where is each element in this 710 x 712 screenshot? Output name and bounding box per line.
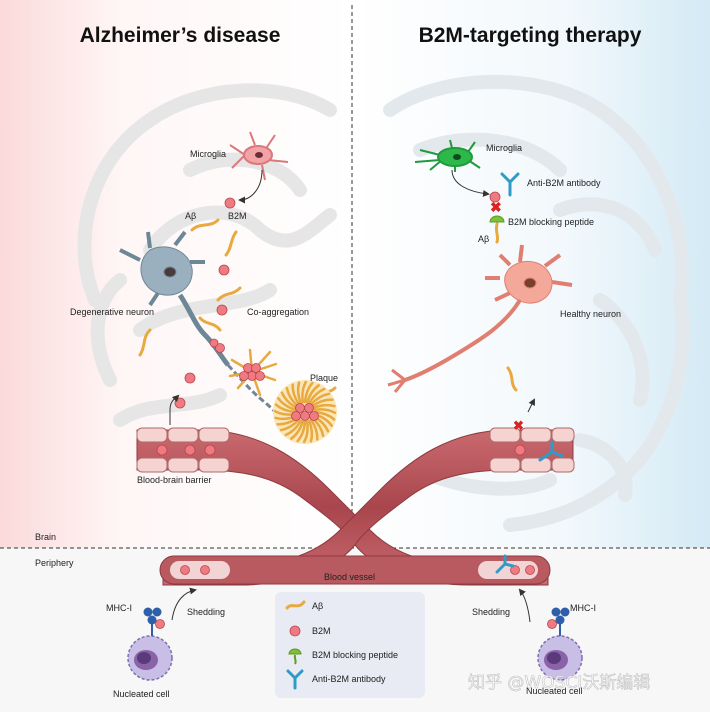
plaque-label: Plaque (310, 373, 338, 383)
plaque-fibril (296, 420, 307, 443)
abeta-fibrils-left (138, 218, 337, 397)
b2m-blocking-peptide-icon (489, 215, 505, 244)
mhc-left-icon (143, 607, 165, 636)
legend: Aβ B2M B2M blocking peptide Anti-B2M ant… (275, 592, 425, 698)
left-title: Alzheimer’s disease (80, 24, 281, 47)
degenerative-neuron-icon (119, 230, 285, 422)
plaque-icon (273, 380, 337, 444)
right-brain-outline (383, 74, 690, 532)
co-aggregation-label: Co-aggregation (247, 307, 309, 317)
right-bbb-arrow (527, 398, 535, 413)
nucleated-left-label: Nucleated cell (113, 689, 170, 699)
vessel-antibody-icon (495, 554, 515, 574)
mhc-left-label: MHC-I (106, 603, 132, 613)
shedding-right-arrow (518, 588, 531, 623)
degenerative-neuron-label: Degenerative neuron (70, 307, 154, 317)
microglia-right-arrow (451, 169, 490, 197)
plaque-fibril (302, 420, 309, 444)
b2m-icon (224, 197, 236, 209)
legend-abeta-icon (285, 600, 306, 610)
shedding-left-label: Shedding (187, 607, 225, 617)
plaque-fibril (308, 419, 314, 443)
legend-b2m-icon (289, 625, 301, 637)
plaque-fibril (308, 387, 326, 405)
plaque-fibril (309, 418, 319, 441)
bbb-crossing-arrow (169, 394, 180, 425)
healthy-neuron-icon (387, 244, 573, 393)
brain-label: Brain (35, 532, 56, 542)
plaque-fibril (284, 419, 302, 437)
plaque-fibril (277, 397, 297, 412)
blood-vessel-label: Blood vessel (324, 572, 375, 582)
plaque-fibril (311, 398, 334, 408)
plaque-fibril (280, 391, 298, 409)
plaque-fibril (296, 381, 302, 405)
anti-b2m-antibody-label: Anti-B2M antibody (527, 178, 601, 188)
microglia-right-label: Microglia (486, 143, 522, 153)
nucleated-cell-left-icon (127, 635, 173, 681)
nucleated-cell-right-icon (537, 635, 583, 681)
co-aggregate-icon (209, 338, 278, 397)
legend-b2m-label: B2M (312, 626, 331, 636)
b2m-blocking-peptide-label: B2M blocking peptide (508, 217, 594, 227)
microglia-right-icon (414, 139, 481, 172)
legend-abeta-label: Aβ (312, 601, 323, 611)
abeta-right-label: Aβ (478, 234, 489, 244)
plaque-fibril (279, 418, 301, 432)
watermark-text: 知乎 @WOSCI沃斯编辑 (468, 673, 650, 693)
shedding-right-label: Shedding (472, 607, 510, 617)
plaque-fibril (312, 403, 336, 409)
mhc-right-label: MHC-I (570, 603, 596, 613)
anti-b2m-antibody-icon (500, 172, 520, 197)
legend-antibody-label: Anti-B2M antibody (312, 674, 386, 684)
plaque-fibril (274, 403, 297, 414)
nucleated-right-label: Nucleated cell (526, 686, 583, 696)
b2m-dots-vessel (156, 444, 535, 575)
right-title: B2M-targeting therapy (419, 24, 642, 47)
legend-peptide-label: B2M blocking peptide (312, 650, 398, 660)
shedding-left-arrow (171, 587, 197, 621)
healthy-neuron-label: Healthy neuron (560, 309, 621, 319)
bbb-label: Blood-brain barrier (137, 475, 212, 485)
b2m-left-label: B2M (228, 211, 247, 221)
plaque-fibril (303, 381, 314, 404)
legend-peptide-icon (288, 648, 302, 665)
right-bbb-cells (489, 427, 575, 473)
plaque-fibril (285, 386, 299, 408)
abeta-left-label: Aβ (185, 211, 196, 221)
plaque-fibril (313, 408, 337, 415)
b2m-right-icon (489, 191, 501, 203)
plaque-fibril (291, 383, 301, 406)
microglia-left-label: Microglia (190, 149, 226, 159)
antibody-bbb-icon (538, 440, 564, 462)
block-x-icon: ✖ (490, 199, 502, 215)
left-bbb-cells (136, 427, 230, 473)
mhc-right-icon (547, 607, 570, 636)
plaque-fibril (309, 392, 331, 406)
microglia-release-arrow (238, 169, 263, 204)
bbb-block-x-icon: ✖ (513, 418, 524, 433)
legend-antibody-icon (286, 669, 304, 690)
abeta-right-fibril (506, 366, 518, 392)
periphery-label: Periphery (35, 558, 74, 568)
plaque-fibril (305, 384, 320, 404)
plaque-fibril (301, 380, 308, 404)
microglia-left-icon (229, 131, 289, 181)
plaque-fibril (290, 420, 305, 440)
